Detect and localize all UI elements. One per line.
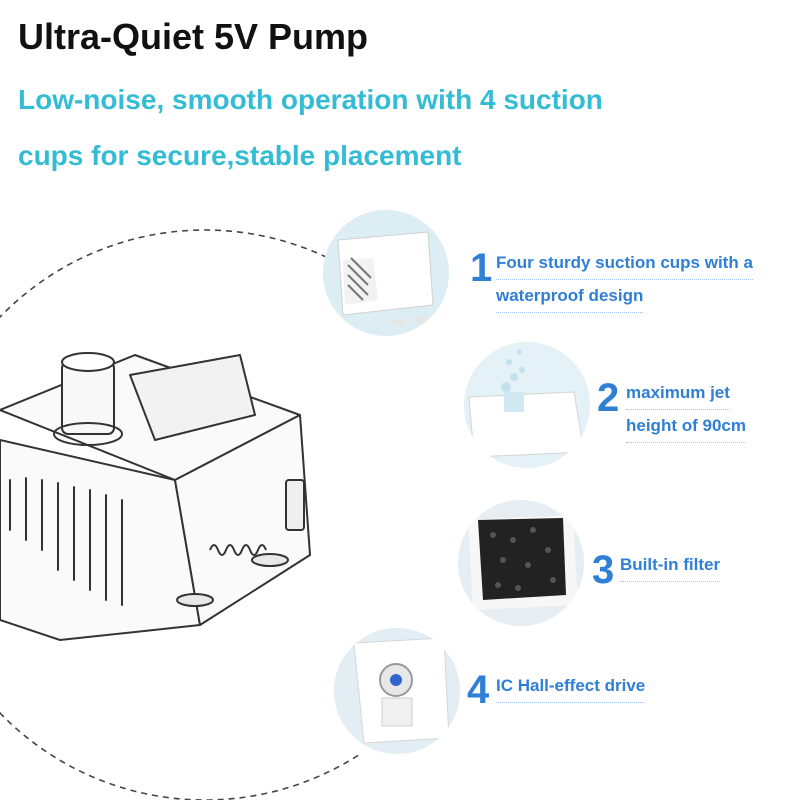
feature-1-line-1: Four sturdy suction cups with a (496, 247, 753, 280)
feature-2-text: maximum jet height of 90cm (626, 377, 746, 443)
feature-2-number: 2 (597, 376, 620, 420)
subtitle-line-2: cups for secure,stable placement (18, 140, 462, 171)
feature-4-image (334, 628, 460, 754)
side-grille (209, 544, 267, 556)
feature-4-text: IC Hall-effect drive (496, 670, 646, 703)
feature-2-image (464, 342, 590, 468)
feature-3-text: Built-in filter (620, 549, 721, 582)
feature-2-line-2: height of 90cm (626, 410, 746, 443)
feature-3-number: 3 (592, 548, 615, 592)
feature-1-image (323, 210, 449, 336)
page-title: Ultra-Quiet 5V Pump (18, 16, 369, 57)
front-grille (9, 477, 123, 606)
feature-1-line-2: waterproof design (496, 280, 644, 313)
feature-3-line-1: Built-in filter (620, 549, 721, 582)
pump-body (0, 352, 311, 641)
subtitle-line-1: Low-noise, smooth operation with 4 sucti… (18, 84, 603, 115)
dashed-circle (0, 229, 360, 800)
feature-1-number: 1 (470, 246, 493, 290)
feature-1-text: Four sturdy suction cups with a waterpro… (496, 247, 753, 313)
feature-4-number: 4 (467, 668, 490, 712)
feature-2-line-1: maximum jet (626, 377, 730, 410)
feature-3-image (458, 500, 584, 626)
feature-4-line-1: IC Hall-effect drive (496, 670, 646, 703)
pump-illustration (0, 229, 360, 800)
